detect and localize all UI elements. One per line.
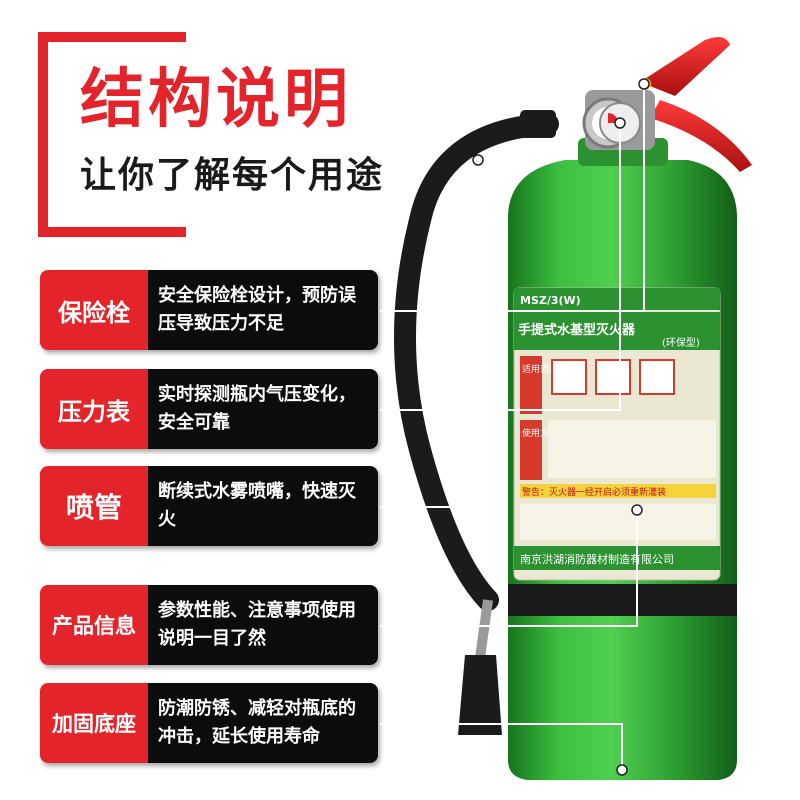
label-title: 手提式水基型灭火器 (518, 322, 636, 338)
feature-hose: 喷管 断续式水雾喷嘴，快速灭火 (40, 466, 378, 546)
callout-line-safety-pin (380, 84, 645, 312)
label-maker: 南京洪湖消防器材制造有限公司 (520, 552, 674, 566)
callout-dot (616, 764, 628, 776)
callout-line-hose (380, 160, 479, 508)
label-warning: 警告：灭火器一经开启必须重新灌装 (522, 486, 666, 498)
feature-pressure-gauge: 压力表 实时探测瓶内气压变化，安全可靠 (40, 369, 378, 449)
feature-tag: 喷管 (40, 466, 148, 546)
callout-dot (631, 504, 643, 516)
feature-tag: 加固底座 (40, 683, 148, 763)
label-tag: (环保型) (662, 336, 700, 349)
callout-line-product-info (380, 510, 638, 627)
page-title: 结构说明 (80, 63, 352, 137)
feature-desc: 实时探测瓶内气压变化，安全可靠 (148, 369, 378, 449)
feature-desc: 断续式水雾喷嘴，快速灭火 (148, 466, 378, 546)
title-frame-bottom (38, 227, 186, 237)
feature-reinforced-base: 加固底座 防潮防锈、减轻对瓶底的冲击，延长使用寿命 (40, 683, 378, 763)
title-frame (38, 32, 186, 237)
callout-line-base (380, 723, 623, 770)
feature-tag: 产品信息 (40, 585, 148, 665)
feature-desc: 安全保险栓设计，预防误压导致压力不足 (148, 270, 378, 350)
callout-dot (614, 117, 626, 129)
callout-dot (472, 154, 484, 166)
page-subtitle: 让你了解每个用途 (80, 155, 385, 196)
label-model: MSZ/3(W) (520, 294, 581, 307)
feature-desc: 参数性能、注意事项使用说明一目了然 (148, 585, 378, 665)
callout-lines (380, 84, 645, 770)
extinguisher-hose (394, 110, 559, 735)
label-scope: 适用范围 (522, 363, 558, 375)
feature-safety-pin: 保险栓 安全保险栓设计，预防误压导致压力不足 (40, 270, 378, 350)
callout-line-pressure-gauge (380, 123, 621, 411)
feature-product-info: 产品信息 参数性能、注意事项使用说明一目了然 (40, 585, 378, 665)
callout-dot (638, 78, 650, 90)
feature-tag: 压力表 (40, 369, 148, 449)
feature-desc: 防潮防锈、减轻对瓶底的冲击，延长使用寿命 (148, 683, 378, 763)
feature-tag: 保险栓 (40, 270, 148, 350)
product-label: MSZ/3(W) 手提式水基型灭火器 (环保型) 适用范围 使用方法 警告：灭火… (513, 287, 721, 581)
callout-dots (472, 78, 650, 776)
